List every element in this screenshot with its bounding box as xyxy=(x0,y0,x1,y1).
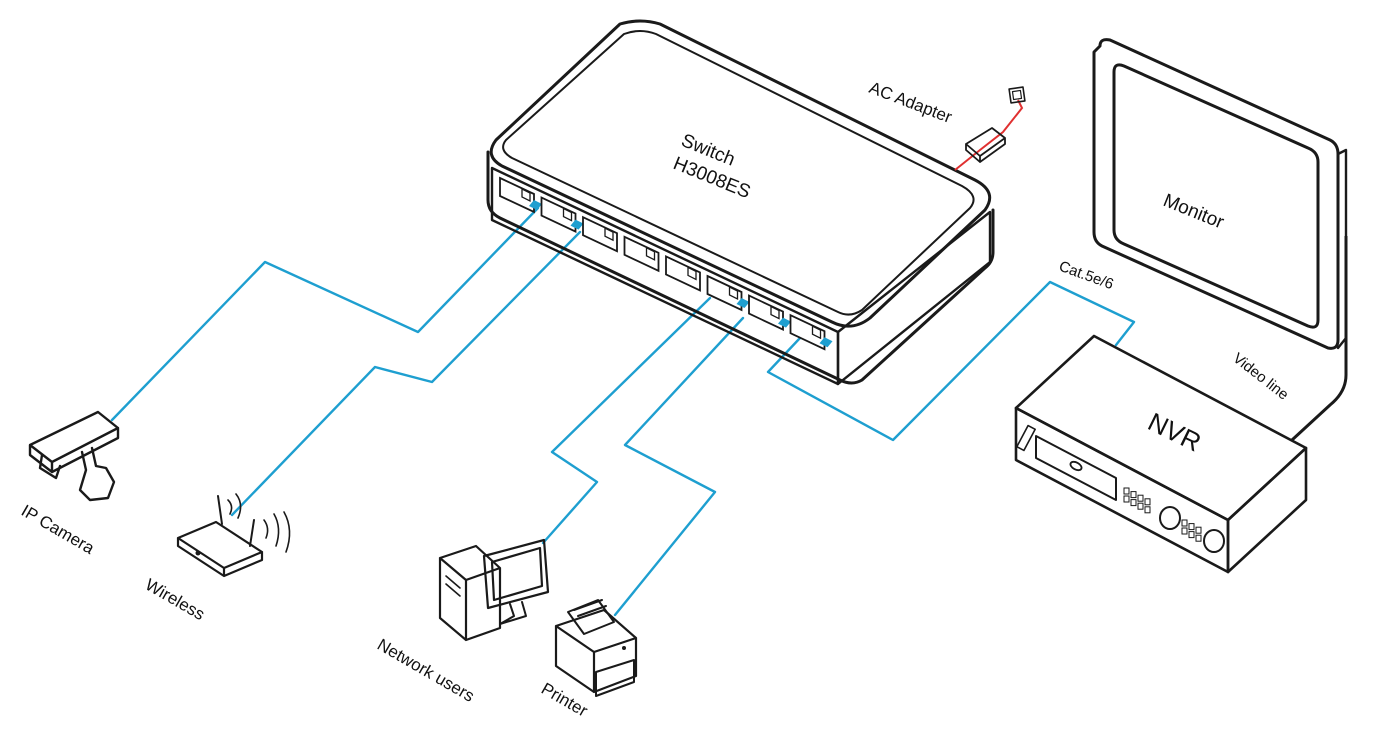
cable-plug-8 xyxy=(819,337,833,348)
camera-hood xyxy=(38,453,62,480)
switch-top-inner xyxy=(502,30,975,316)
printer-tray xyxy=(595,659,635,697)
tower-slot-1 xyxy=(445,575,461,589)
switch-side xyxy=(836,210,992,386)
nvr-button-2-1-3 xyxy=(1195,526,1202,534)
switch-port-1 xyxy=(499,176,535,214)
monitor-label: Monitor xyxy=(1160,190,1227,233)
nvr-dial-1 xyxy=(1159,506,1181,530)
switch-port-5 xyxy=(665,254,701,292)
monitor-screen xyxy=(1112,63,1320,329)
cable-printer xyxy=(613,316,745,617)
switch-device: Switch H3008ES xyxy=(486,19,995,386)
cable-plug-6 xyxy=(736,298,750,308)
switch-port-latch-3 xyxy=(604,227,614,242)
switch-port-6 xyxy=(706,274,743,312)
nvr-button-2-2-2 xyxy=(1188,531,1195,539)
nvr-button-1-1-4 xyxy=(1144,498,1151,506)
switch-top xyxy=(489,19,992,328)
signal-waves-left xyxy=(227,493,242,519)
router-antenna-right xyxy=(249,519,255,547)
printer-paper xyxy=(567,599,615,635)
cable-network-users xyxy=(541,296,712,545)
ac-adapter: AC Adapter xyxy=(867,78,1026,171)
power-cable xyxy=(954,99,1024,171)
signal-waves-right xyxy=(263,511,291,553)
wireless-label: Wireless xyxy=(142,575,208,624)
nvr-button-1-2-2 xyxy=(1130,499,1137,507)
video-line-label: Video line xyxy=(1230,350,1292,404)
nvr-button-2-1-1 xyxy=(1181,519,1188,527)
switch-body xyxy=(486,150,995,385)
network-users-label: Network users xyxy=(374,635,478,706)
camera-housing xyxy=(28,410,120,474)
switch-port-latch-2 xyxy=(562,207,573,222)
nvr-button-1-1-1 xyxy=(1123,487,1130,495)
video-line xyxy=(1290,236,1348,442)
nvr-button-2-1-2 xyxy=(1188,523,1195,531)
switch-port-7 xyxy=(748,294,784,332)
switch-port-4 xyxy=(623,235,660,273)
desktop-computer-icon xyxy=(438,538,550,642)
nvr-power-button xyxy=(1016,424,1036,452)
switch-port-2 xyxy=(540,196,577,234)
printer-led xyxy=(622,646,626,650)
monitor: Monitor xyxy=(1092,38,1348,350)
nvr-side xyxy=(1226,446,1308,574)
nvr-button-2-2-1 xyxy=(1181,527,1188,535)
nvr-button-1-2-4 xyxy=(1144,506,1151,514)
nvr-button-2-2-3 xyxy=(1195,534,1202,542)
cable-plug-2 xyxy=(570,219,584,230)
switch-port-latch-7 xyxy=(770,305,780,320)
switch-port-latch-8 xyxy=(811,325,822,340)
wireless-router-icon xyxy=(176,493,291,578)
switch-port-latch-4 xyxy=(645,246,656,261)
nvr-knob-left xyxy=(1069,460,1083,472)
cable-plug-7 xyxy=(778,317,791,328)
printer-icon xyxy=(554,599,638,697)
cable-type-label: Cat.5e/6 xyxy=(1057,258,1116,293)
nvr-dial-2 xyxy=(1203,529,1225,553)
computer-monitor xyxy=(482,538,550,610)
nvr-drive-bay xyxy=(1035,435,1117,501)
cable-camera xyxy=(110,206,540,422)
ac-adapter-label: AC Adapter xyxy=(867,78,955,127)
cctv-camera-icon xyxy=(28,410,120,502)
printer-body xyxy=(554,608,638,694)
cable-plug-1 xyxy=(529,200,542,210)
power-outlet-icon xyxy=(1008,86,1026,104)
nvr-button-grid xyxy=(1123,487,1202,542)
nvr-button-1-1-3 xyxy=(1137,494,1144,502)
tower-slot-2 xyxy=(445,583,461,597)
switch-port-latch-6 xyxy=(728,285,739,301)
router-led xyxy=(195,550,201,556)
ethernet-cables xyxy=(110,206,1136,617)
switch-port-3 xyxy=(582,215,618,253)
camera-mount xyxy=(78,446,116,502)
router-antenna-left xyxy=(217,495,223,525)
cable-wireless xyxy=(230,230,582,517)
switch-port-latch-5 xyxy=(687,266,697,281)
computer-tower xyxy=(438,544,502,642)
nvr-button-1-1-2 xyxy=(1130,491,1137,499)
router-body xyxy=(176,520,264,578)
ip-camera-label: IP Camera xyxy=(18,501,98,558)
switch-port-latch-1 xyxy=(521,187,531,203)
switch-ports xyxy=(499,176,833,351)
nvr-button-1-2-3 xyxy=(1137,502,1144,510)
cable-nvr xyxy=(766,280,1136,442)
computer-stand xyxy=(499,601,527,625)
nvr-label: NVR xyxy=(1143,406,1206,457)
nvr-button-1-2-1 xyxy=(1123,495,1130,503)
monitor-frame xyxy=(1092,38,1340,350)
adapter-brick xyxy=(965,127,1006,163)
